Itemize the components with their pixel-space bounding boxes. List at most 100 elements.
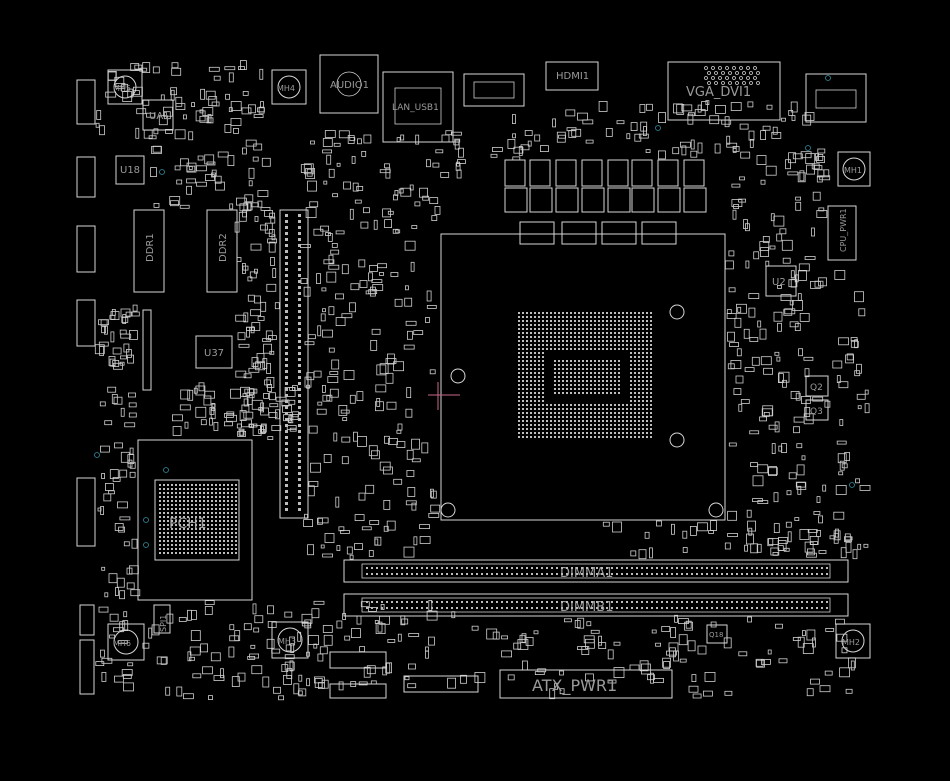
dimm-pin — [501, 601, 503, 603]
socket-pad — [602, 332, 604, 334]
socket-pad — [586, 312, 588, 314]
smd-component — [224, 124, 232, 133]
pch-ball — [231, 488, 233, 490]
socket-pad — [542, 420, 544, 422]
vga-pin — [711, 66, 715, 70]
smd-component — [836, 440, 847, 445]
socket-pad — [606, 336, 608, 338]
smd-component — [745, 260, 750, 269]
socket-pad — [598, 340, 600, 342]
smd-component — [400, 134, 405, 141]
dimm-pin — [736, 567, 738, 569]
pch-ball — [163, 544, 165, 546]
socket-pad — [534, 404, 536, 406]
dimm-pin — [591, 567, 593, 569]
dimm-pin — [781, 573, 783, 575]
socket-pad — [526, 320, 528, 322]
smd-component — [255, 361, 266, 371]
pch-ball — [231, 528, 233, 530]
socket-pad — [614, 404, 616, 406]
smd-component — [174, 165, 181, 171]
pch-ball — [179, 512, 181, 514]
dimm-pin — [796, 567, 798, 569]
socket-pad — [538, 404, 540, 406]
socket-pad — [602, 328, 604, 330]
socket-pad — [566, 332, 568, 334]
header-pin — [298, 304, 301, 307]
dimm-pin — [741, 601, 743, 603]
socket-pad — [522, 412, 524, 414]
pch-ball — [159, 504, 161, 506]
socket-pad — [530, 352, 532, 354]
smd-component — [727, 533, 738, 537]
dimm-pin — [766, 607, 768, 609]
smd-component — [682, 547, 688, 553]
pch-ball — [191, 492, 193, 494]
socket-pad — [606, 384, 608, 386]
socket-pad — [594, 416, 596, 418]
smd-component — [552, 118, 556, 128]
socket-pad — [534, 380, 536, 382]
socket-pad — [646, 356, 648, 358]
smd-component — [859, 484, 871, 491]
smd-component — [390, 272, 399, 277]
smd-component — [239, 203, 249, 212]
smd-component — [634, 133, 642, 142]
smd-component — [119, 590, 125, 600]
smd-component — [835, 485, 847, 495]
socket-pad — [534, 348, 536, 350]
smd-component — [380, 604, 385, 610]
dimm-pin — [576, 601, 578, 603]
pch-ball — [215, 520, 217, 522]
dimm-pin — [621, 601, 623, 603]
socket-pad — [562, 404, 564, 406]
socket-pad — [634, 396, 636, 398]
smd-component — [112, 476, 121, 482]
socket-pad — [562, 348, 564, 350]
smd-component — [674, 614, 678, 623]
smd-component — [253, 143, 263, 151]
socket-pad — [610, 412, 612, 414]
dimm-pin — [731, 573, 733, 575]
smd-component — [246, 326, 250, 338]
pch-ball — [219, 500, 221, 502]
socket-pad — [546, 348, 548, 350]
smd-component — [328, 254, 334, 264]
dimm-pin — [651, 607, 653, 609]
socket-pad — [562, 428, 564, 430]
dimm-pin — [456, 567, 458, 569]
socket-pad — [542, 408, 544, 410]
dimm-pin — [606, 573, 608, 575]
vga-pin — [739, 76, 743, 80]
smd-component — [119, 516, 131, 521]
socket-pad — [530, 408, 532, 410]
dimm-pin — [756, 601, 758, 603]
socket-pad — [550, 420, 552, 422]
pch-ball — [167, 548, 169, 550]
vga-pin — [742, 81, 746, 85]
smd-component — [122, 91, 133, 102]
smd-component — [773, 311, 783, 322]
socket-pad — [618, 372, 620, 374]
smd-component — [456, 159, 466, 165]
socket-pad — [562, 340, 564, 342]
smd-component — [777, 284, 782, 289]
smd-component — [384, 163, 390, 169]
smd-component — [250, 326, 255, 334]
header-pin — [298, 418, 301, 421]
pch-ball — [171, 528, 173, 530]
socket-pad — [538, 360, 540, 362]
pch-ball — [159, 500, 161, 502]
socket-pad — [546, 332, 548, 334]
smd-component — [360, 601, 370, 608]
socket-pad — [610, 384, 612, 386]
pch-ball — [207, 488, 209, 490]
socket-pad — [646, 320, 648, 322]
connector-spi1: SPI1 — [153, 604, 171, 634]
smd-component — [727, 331, 735, 342]
smd-component — [785, 159, 791, 170]
smd-component — [655, 642, 661, 647]
pch-ball — [203, 488, 205, 490]
pch-ball — [211, 520, 213, 522]
smd-component — [250, 309, 262, 317]
